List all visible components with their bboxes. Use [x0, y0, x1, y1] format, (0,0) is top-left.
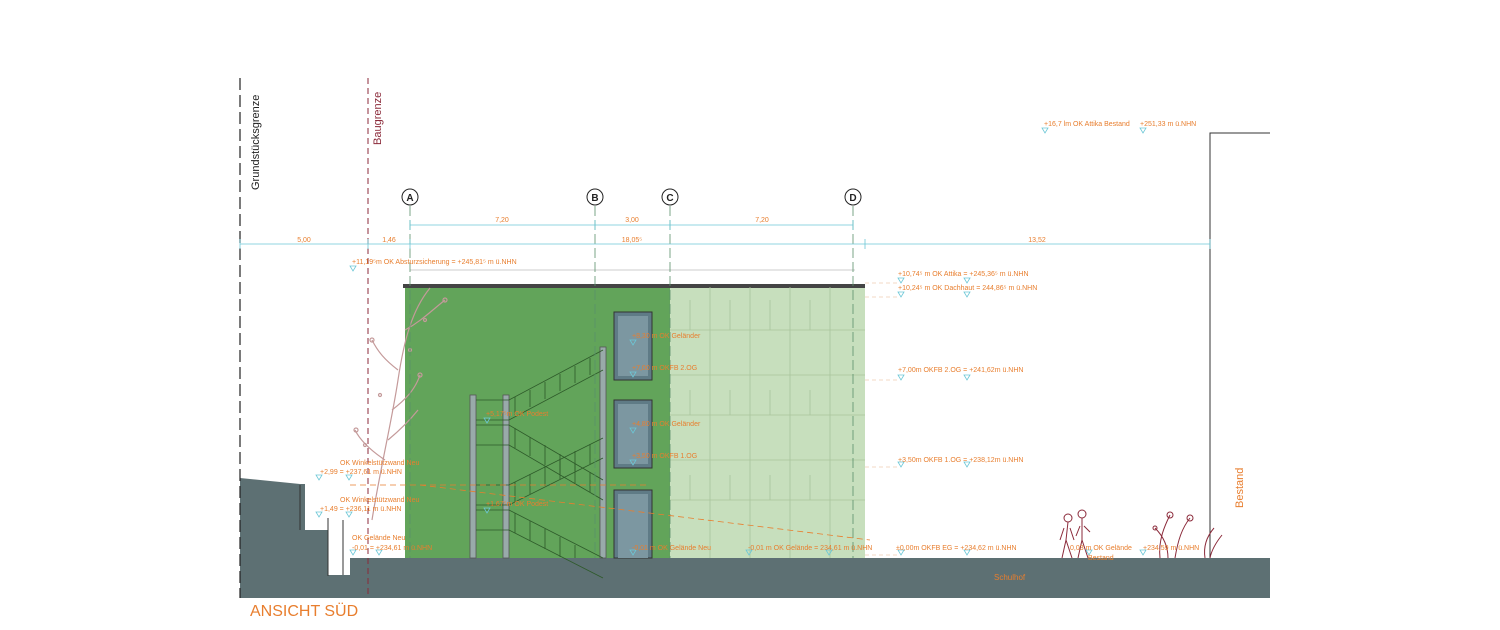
level-gelaende-bestand-2: Bestand	[1088, 555, 1114, 562]
shrubs	[1152, 511, 1223, 559]
level-gelaender-mid: +4,80 m OK Geländer	[632, 421, 701, 428]
dim-lower-2: 1,46	[382, 237, 396, 244]
level-stair-okfb-2og: +7,00 m OKFB 2.OG	[632, 365, 697, 372]
level-attika-bestand: +16,7 lm OK Attika Bestand	[1044, 121, 1130, 128]
level-winkel1-b: +2,99 = +237,61 m ü.NHN	[320, 469, 402, 476]
level-winkel2-b: +1,49 = +236,11 m ü.NHN	[320, 506, 401, 513]
level-winkel1-a: OK Winkelstützwand Neu	[340, 460, 419, 467]
level-gelaende-mid: -0,01 m OK Gelände = 234,61 m ü.NHN	[748, 545, 872, 552]
plot-boundary-label: Grundstücksgrenze	[250, 95, 262, 190]
axis-label-a: A	[406, 193, 413, 204]
level-dachhaut: +10,24⁵ m OK Dachhaut = 244,86⁵ m ü.NHN	[898, 285, 1037, 292]
people-figures	[1059, 509, 1091, 559]
level-okfb-eg: ±0,00m OKFB EG = +234,62 m ü.NHN	[896, 545, 1017, 552]
level-guides	[865, 282, 898, 556]
dim-lower-4: 13,52	[1028, 237, 1046, 244]
level-okfb-1og: +3,50m OKFB 1.OG = +238,12m ü.NHN	[898, 457, 1023, 464]
level-okfb-2og: +7,00m OKFB 2.OG = +241,62m ü.NHN	[898, 367, 1023, 374]
section-lines	[350, 484, 871, 541]
axis-label-b: B	[591, 193, 598, 204]
stair-windows	[613, 311, 653, 559]
level-gelaender-top: +8,30 m OK Geländer	[632, 333, 701, 340]
facade-light-panel	[670, 287, 865, 558]
level-stair-gelaende-neu: -0,01 m OK Gelände Neu	[632, 545, 711, 552]
dim-upper-2: 3,00	[625, 217, 639, 224]
retaining-terrain-left	[240, 478, 300, 598]
dim-upper-1: 7,20	[495, 217, 509, 224]
level-attika-bestand-nhn: +251,33 m ü.NHN	[1140, 121, 1196, 128]
axis-bubble-c: C	[661, 188, 679, 206]
dim-upper-3: 7,20	[755, 217, 769, 224]
existing-label: Bestand	[1234, 468, 1246, 508]
axis-label-d: D	[849, 193, 856, 204]
level-podest-low: +1,67⁵m OK Podest	[486, 501, 548, 508]
level-gelaende-neu-a: OK Gelände Neu	[352, 535, 405, 542]
axis-bubble-d: D	[844, 188, 862, 206]
drawing-title: ANSICHT SÜD	[250, 602, 358, 620]
level-markers	[315, 127, 1147, 556]
axis-label-c: C	[666, 193, 673, 204]
level-gelaende-bestand-nhn: +234,59 m ü.NHN	[1143, 545, 1199, 552]
axis-grid	[409, 206, 854, 558]
roof-attika	[403, 284, 865, 288]
level-gelaende-bestand: 0,03 m OK Gelände	[1070, 545, 1132, 552]
dimension-lines	[239, 220, 1211, 249]
axis-bubble-a: A	[401, 188, 419, 206]
schoolyard-label: Schulhof	[994, 573, 1026, 582]
level-gelaende-neu-b: -0,01 = +234,61 m ü.NHN	[352, 545, 432, 552]
building-line-label: Baugrenze	[372, 92, 384, 145]
level-stair-okfb-1og: +3,50 m OKFB 1.OG	[632, 453, 697, 460]
axis-bubble-b: B	[586, 188, 604, 206]
level-absturz: +11,19⁵m OK Absturzsicherung = +245,81⁵ …	[352, 259, 517, 266]
level-attika: +10,74⁵ m OK Attika = +245,36⁵ m ü.NHN	[898, 271, 1029, 278]
level-winkel2-a: OK Winkelstützwand Neu	[340, 497, 419, 504]
dim-lower-1: 5,00	[297, 237, 311, 244]
dim-lower-3: 18,05⁵	[622, 237, 643, 244]
retaining-wall-step	[300, 484, 350, 598]
existing-building-outline	[1209, 132, 1270, 558]
ground-slab	[350, 558, 1270, 598]
climbing-plant	[353, 287, 448, 521]
external-stair	[469, 346, 607, 579]
facade-panel-grid	[670, 287, 865, 558]
level-podest-top: +5,17⁵m OK Podest	[486, 411, 548, 418]
